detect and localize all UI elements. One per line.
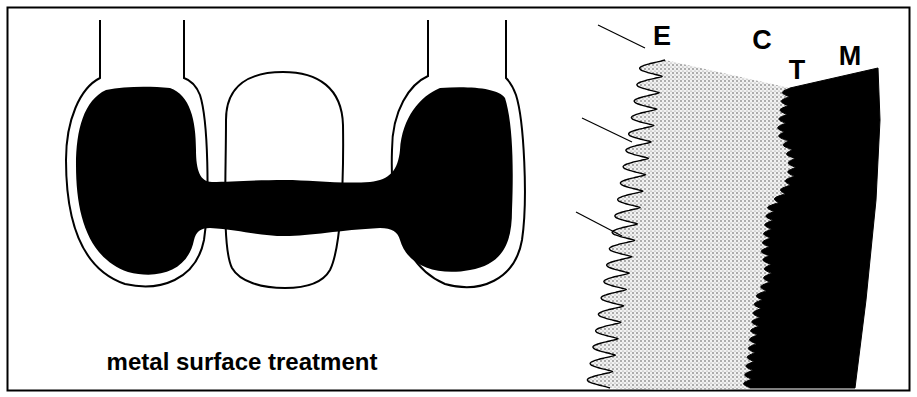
frame: [8, 8, 910, 391]
enamel-prism: [598, 25, 645, 48]
layer-letter: M: [839, 43, 862, 70]
enamel-prism: [582, 118, 632, 142]
layer-label: M: [839, 43, 862, 70]
metal-layer: [744, 68, 880, 388]
caption-holder: metal surface treatment: [107, 350, 378, 374]
layer-letter: E: [653, 23, 671, 50]
layer-label: T: [789, 57, 806, 84]
caption: metal surface treatment: [107, 350, 378, 374]
bond-section: [576, 25, 880, 390]
metal-framework: [76, 87, 513, 275]
layer-label: C: [752, 27, 772, 54]
bridge: [66, 20, 525, 288]
layer-letter: T: [789, 57, 806, 84]
layer-letter: C: [752, 27, 772, 54]
pontic: [225, 72, 343, 288]
layer-label: E: [653, 23, 671, 50]
etched-enamel-surface: [587, 60, 665, 388]
